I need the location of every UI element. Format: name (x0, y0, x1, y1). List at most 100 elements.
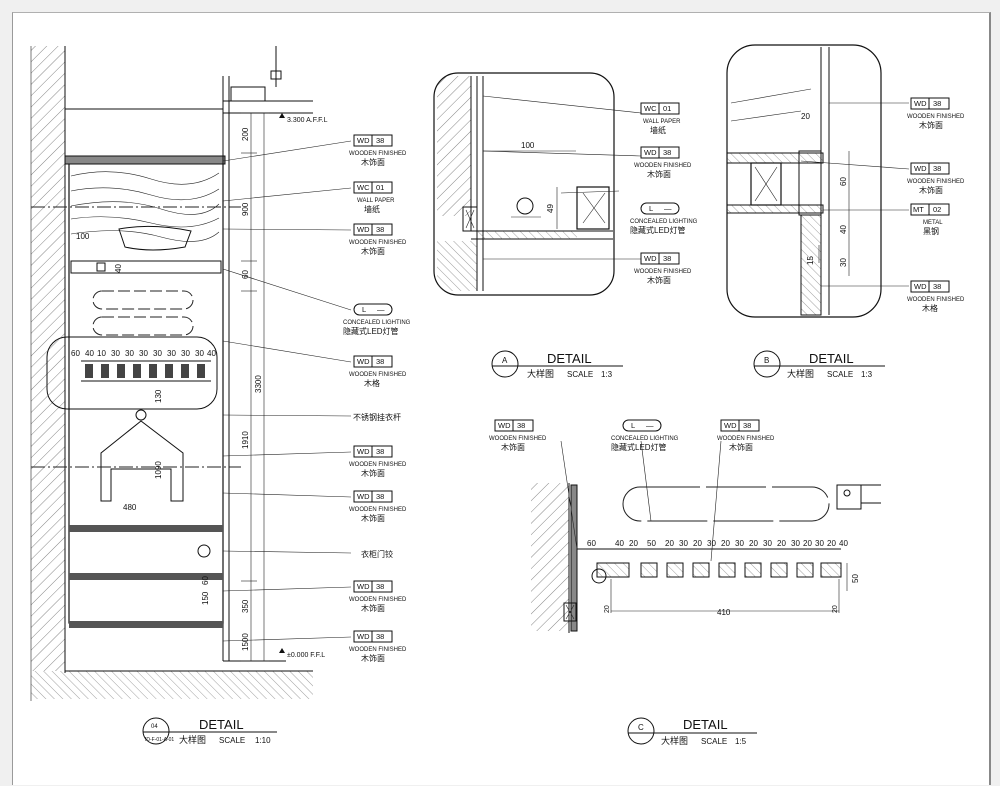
top-panel (64, 155, 226, 165)
dim-v-200: 200 (241, 127, 250, 141)
svg-text:木饰面: 木饰面 (919, 185, 943, 195)
dim-h-480: 480 (123, 503, 137, 512)
detail-c: 410 50 20 20 60 40 20 50 20 30 20 30 20 … (531, 440, 881, 633)
svg-text:WOODEN FINISHED: WOODEN FINISHED (349, 462, 407, 468)
svg-text:40: 40 (615, 539, 624, 548)
svg-text:WOODEN FINISHED: WOODEN FINISHED (349, 372, 407, 378)
title-block-04: 04 ID-F-01-A-01 DETAIL 大样图 SCALE 1:10 (142, 717, 277, 745)
svg-text:隐藏式LED灯管: 隐藏式LED灯管 (343, 326, 399, 336)
svg-text:30: 30 (791, 539, 800, 548)
svg-text:20: 20 (827, 539, 836, 548)
drawing-sheet: 200 900 3300 1910 1090 130 150 1500 350 … (12, 12, 991, 785)
svg-text:WOODEN FINISHED: WOODEN FINISHED (349, 240, 407, 246)
svg-text:木饰面: 木饰面 (919, 120, 943, 130)
shelf-3 (69, 621, 223, 628)
svg-text:20: 20 (801, 112, 810, 121)
dim-c-width: 410 (717, 608, 731, 617)
dim-v-3300: 3300 (254, 375, 263, 393)
dim-h-30e: 30 (167, 349, 176, 358)
svg-text:WD: WD (498, 421, 511, 430)
svg-text:SCALE: SCALE (219, 736, 245, 745)
svg-text:20: 20 (803, 539, 812, 548)
svg-text:30: 30 (707, 539, 716, 548)
detail-a: 100 49 (433, 72, 642, 296)
svg-text:WD: WD (357, 225, 370, 234)
callout-04-9: 衣柜门铰 (361, 549, 393, 559)
led-strip (622, 486, 830, 522)
dim-h-30c: 30 (139, 349, 148, 358)
svg-text:38: 38 (933, 99, 941, 108)
svg-text:木饰面: 木饰面 (361, 513, 385, 523)
svg-text:L: L (631, 421, 635, 430)
dim-c-height: 50 (851, 574, 860, 583)
svg-text:WOODEN FINISHED: WOODEN FINISHED (907, 114, 965, 120)
title-04: DETAIL (199, 717, 244, 732)
cabinet-body (68, 160, 224, 624)
dim-h-30d: 30 (153, 349, 162, 358)
svg-text:C: C (638, 723, 644, 732)
svg-text:SCALE: SCALE (567, 370, 593, 379)
shelf-1 (69, 525, 223, 532)
dim-v-1090: 1090 (154, 461, 163, 479)
svg-text:SCALE: SCALE (701, 737, 727, 746)
hinge (197, 544, 211, 558)
svg-text:WC: WC (357, 183, 370, 192)
svg-text:黑钢: 黑钢 (923, 226, 939, 236)
svg-text:WD: WD (914, 164, 927, 173)
svg-text:38: 38 (517, 421, 525, 430)
leader-lines-04 (222, 140, 352, 642)
svg-text:WD: WD (644, 148, 657, 157)
svg-text:30: 30 (763, 539, 772, 548)
svg-text:WOODEN FINISHED: WOODEN FINISHED (349, 647, 407, 653)
svg-text:38: 38 (376, 632, 384, 641)
dim-v-1910: 1910 (241, 431, 250, 449)
title-block-c: C DETAIL 大样图 SCALE 1:5 (627, 717, 757, 746)
svg-text:ID-F-01-A-01: ID-F-01-A-01 (145, 737, 174, 743)
callout-04-6: 不锈钢挂衣杆 (353, 412, 401, 422)
title-block-b: B DETAIL 大样图 SCALE 1:3 (753, 350, 885, 379)
dim-v-1500: 1500 (241, 633, 250, 651)
svg-text:04: 04 (151, 724, 158, 730)
dim-h-30f: 30 (181, 349, 190, 358)
svg-text:WD: WD (357, 357, 370, 366)
svg-text:15: 15 (806, 256, 815, 265)
svg-text:WD: WD (357, 447, 370, 456)
dim-v-150: 150 (201, 591, 210, 605)
svg-text:木饰面: 木饰面 (729, 442, 753, 452)
svg-text:38: 38 (376, 492, 384, 501)
svg-text:CONCEALED LIGHTING: CONCEALED LIGHTING (611, 436, 679, 442)
svg-text:38: 38 (663, 148, 671, 157)
svg-text:38: 38 (376, 447, 384, 456)
svg-text:20: 20 (777, 539, 786, 548)
svg-text:SCALE: SCALE (827, 370, 853, 379)
title-block-a: A DETAIL 大样图 SCALE 1:3 (491, 350, 623, 379)
svg-text:木格: 木格 (922, 303, 938, 313)
svg-text:1:3: 1:3 (601, 370, 613, 379)
detail-b-frame (726, 44, 882, 318)
svg-text:30: 30 (735, 539, 744, 548)
svg-text:WOODEN FINISHED: WOODEN FINISHED (349, 151, 407, 157)
svg-text:20: 20 (693, 539, 702, 548)
svg-text:20: 20 (665, 539, 674, 548)
svg-text:02: 02 (933, 205, 941, 214)
svg-text:WD: WD (914, 99, 927, 108)
dim-v-60b: 60 (201, 576, 210, 585)
svg-text:WD: WD (357, 582, 370, 591)
svg-text:DETAIL: DETAIL (547, 351, 592, 366)
wall-hatch (31, 46, 65, 671)
svg-text:WALL PAPER: WALL PAPER (643, 119, 681, 125)
svg-text:DETAIL: DETAIL (809, 351, 854, 366)
dim-v-60: 60 (241, 270, 250, 279)
svg-text:1:3: 1:3 (861, 370, 873, 379)
svg-text:L: L (649, 204, 653, 213)
svg-text:38: 38 (933, 164, 941, 173)
svg-text:大样图: 大样图 (661, 735, 688, 746)
svg-text:大样图: 大样图 (787, 368, 814, 379)
svg-text:20: 20 (832, 605, 839, 613)
